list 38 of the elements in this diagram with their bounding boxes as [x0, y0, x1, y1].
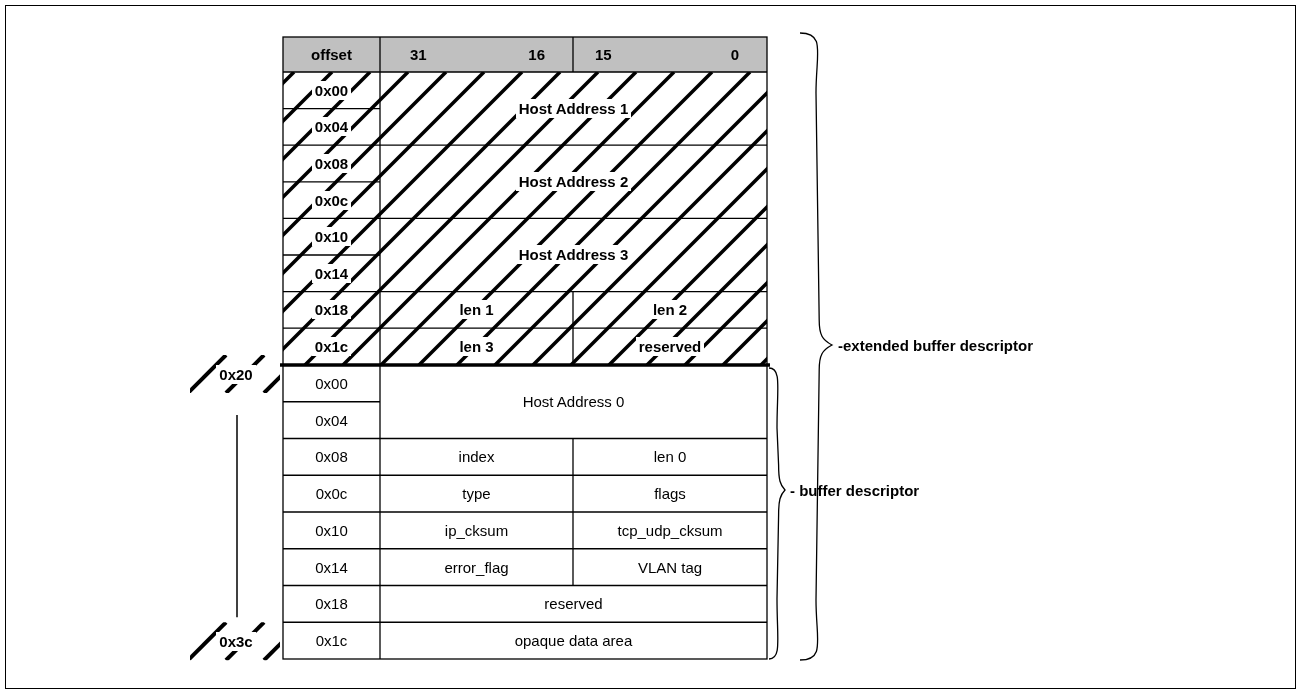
field-name: reserved [544, 595, 603, 613]
field-name: Host Address 1 [515, 99, 632, 119]
offset-label: 0x18 [311, 300, 352, 320]
field-name: VLAN tag [637, 558, 703, 576]
offset-label: 0x04 [311, 117, 352, 137]
offset-label: 0x10 [311, 227, 352, 247]
offset-label: 0x00 [311, 80, 352, 100]
offset-label: 0x14 [311, 263, 352, 283]
offset-label: 0x1c [315, 632, 348, 650]
bit-number: 0 [730, 46, 739, 63]
offset-label: 0x0c [311, 190, 352, 210]
offset-label: 0x1c [311, 337, 352, 356]
field-name: len 0 [653, 448, 687, 466]
column-header: offset [311, 46, 352, 63]
field-name: flags [654, 485, 686, 503]
field-name: Host Address 2 [515, 172, 632, 192]
bit-number: 31 [410, 46, 427, 63]
brace-label: -extended buffer descriptor [838, 336, 1034, 354]
field-name: type [462, 485, 491, 503]
field-name: opaque data area [514, 632, 633, 650]
field-name: error_flag [444, 558, 509, 576]
field-name: reserved [635, 337, 705, 356]
offset-label: 0x08 [311, 154, 352, 173]
bit-number: 15 [595, 46, 612, 63]
field-name: ip_cksum [444, 521, 509, 539]
bit-number: 16 [528, 46, 545, 63]
offset-label: 0x00 [315, 374, 348, 392]
field-name: index [458, 448, 495, 466]
address-label: 0x3c [216, 631, 256, 651]
address-label: 0x20 [216, 364, 256, 384]
field-name: tcp_udp_cksum [617, 521, 723, 539]
field-name: Host Address 0 [522, 393, 625, 411]
offset-label: 0x10 [315, 521, 348, 539]
offset-label: 0x0c [315, 485, 348, 503]
offset-label: 0x14 [315, 558, 348, 576]
offset-label: 0x08 [315, 448, 348, 466]
offset-label: 0x18 [315, 595, 348, 613]
offset-label: 0x04 [315, 411, 348, 429]
